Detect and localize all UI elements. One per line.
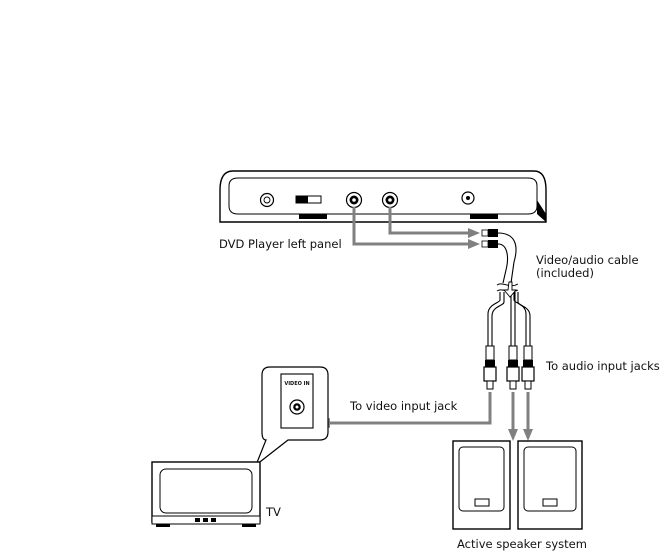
video-jack-label: To video input jack (349, 399, 458, 413)
speaker-system-label: Active speaker system (457, 537, 587, 551)
remote-sensor (461, 191, 475, 205)
audio-jacks-label: To audio input jacks (545, 359, 660, 373)
plug-arrows (352, 207, 468, 246)
video-audio-cable (487, 232, 531, 346)
cable-label-note: (included) (536, 266, 594, 280)
mini-plugs (481, 229, 498, 248)
rca-arrows (330, 392, 530, 429)
tv-label: TV (265, 505, 281, 519)
video-in-jack (289, 399, 305, 415)
speaker-left (452, 440, 511, 530)
direction-arrow (503, 281, 517, 298)
speaker-right (517, 440, 583, 530)
cable-label: Video/audio cable (536, 253, 639, 267)
video-in-label: VIDEO IN (284, 381, 309, 387)
dvd-player (219, 170, 547, 223)
rca-plugs (483, 345, 535, 390)
video-in-callout: VIDEO IN (254, 366, 329, 467)
dvd-panel-label: DVD Player left panel (219, 237, 342, 251)
dc-in-jack (259, 192, 275, 208)
tv (151, 461, 261, 527)
